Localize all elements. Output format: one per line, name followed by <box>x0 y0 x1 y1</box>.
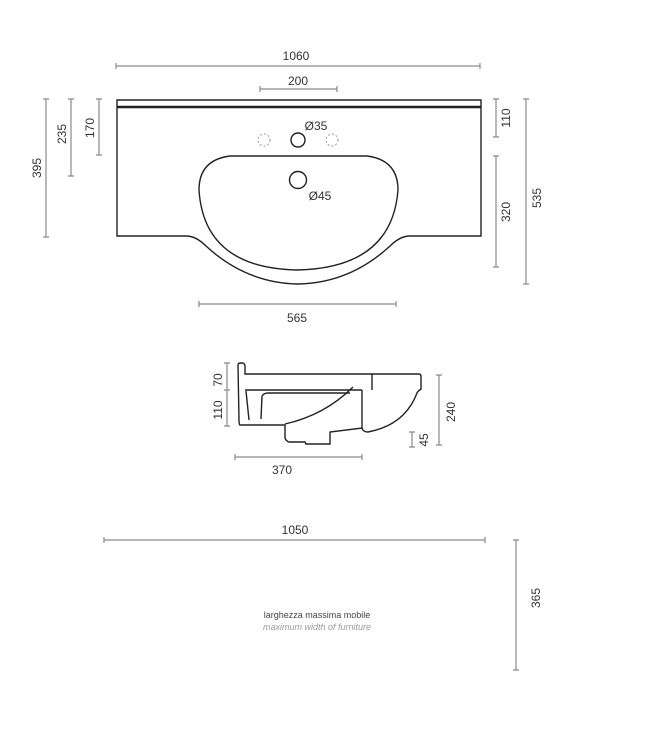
dim-label-45: 45 <box>417 433 431 447</box>
washbasin-top-outline <box>116 99 482 285</box>
dim-label-200: 200 <box>288 74 308 88</box>
drain-hole-label: Ø45 <box>309 189 332 203</box>
dim-label-110: 110 <box>499 108 513 127</box>
dim-line-45 <box>409 431 415 448</box>
note-italian: larghezza massima mobile <box>264 610 371 620</box>
dim-line-320 <box>493 155 499 268</box>
dim-label-235: 235 <box>55 124 69 144</box>
dim-line-70-110 <box>224 362 230 427</box>
basin-outline <box>198 155 399 271</box>
dim-label-365: 365 <box>529 588 543 608</box>
furniture-dimensions: 1050 365 larghezza massima mobile maximu… <box>103 523 543 671</box>
dim-label-70: 70 <box>211 373 225 387</box>
dim-line-235 <box>68 98 74 177</box>
dim-line-535 <box>523 98 529 285</box>
note-english: maximum width of furniture <box>263 622 371 632</box>
dim-label-535: 535 <box>530 188 544 208</box>
tap-hole-label: Ø35 <box>305 119 328 133</box>
drain-hole <box>288 170 308 190</box>
dim-label-110-side: 110 <box>211 400 225 419</box>
basin-inner-curve <box>284 386 354 425</box>
side-view: 70 110 240 45 370 <box>211 362 458 477</box>
dim-label-320: 320 <box>499 202 513 222</box>
dim-line-365 <box>513 539 519 671</box>
dim-line-110 <box>493 98 499 138</box>
dim-label-1050: 1050 <box>282 523 309 537</box>
optional-tap-hole-left <box>257 133 271 147</box>
dim-label-1060: 1060 <box>283 49 310 63</box>
dim-line-395 <box>43 98 49 238</box>
top-view: Ø35 Ø45 1060 200 395 235 170 110 320 535… <box>30 49 544 325</box>
dim-line-565 <box>198 301 397 307</box>
tap-hole <box>290 132 306 148</box>
dim-line-1050 <box>103 537 486 543</box>
dim-label-370: 370 <box>272 463 292 477</box>
support-lines <box>245 390 350 421</box>
dim-line-200 <box>259 86 338 92</box>
optional-tap-hole-right <box>325 133 339 147</box>
dim-label-565: 565 <box>287 311 307 325</box>
dim-line-1060 <box>115 63 481 69</box>
dim-line-240 <box>436 374 442 446</box>
dim-line-370 <box>234 454 363 460</box>
dim-label-395: 395 <box>30 158 44 178</box>
dim-label-240: 240 <box>444 402 458 422</box>
washbasin-side-outline <box>237 362 422 445</box>
dim-label-170: 170 <box>83 118 97 138</box>
dim-line-170 <box>96 98 102 156</box>
